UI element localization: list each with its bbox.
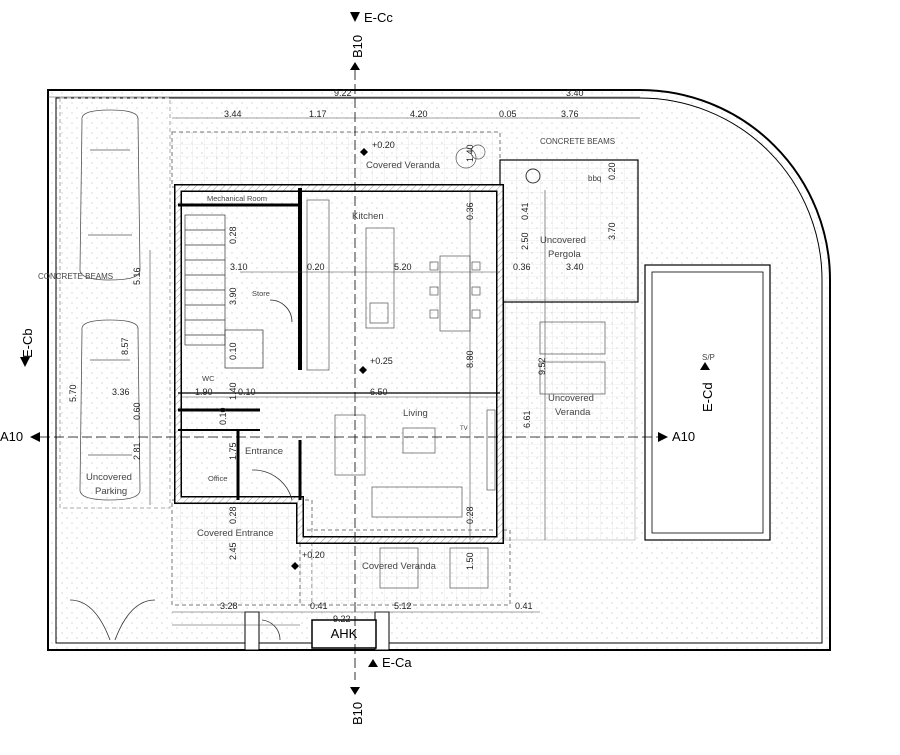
dim-036-k: 0.36 (465, 202, 475, 220)
room-label-veranda-u-2: Veranda (555, 407, 591, 418)
dim-328: 3.28 (220, 601, 238, 611)
room-label-wc: WC (202, 374, 215, 383)
room-label-entrance: Entrance (245, 446, 283, 457)
dim-340-top: 3.40 (566, 88, 584, 98)
dim-650: 6.50 (370, 387, 388, 397)
axis-a-right-label: A10 (672, 429, 695, 444)
car-icon (79, 109, 141, 501)
dim-028-st: 0.28 (228, 226, 238, 244)
dim-516: 5.16 (132, 267, 142, 285)
label-sp: S/P (702, 353, 715, 362)
dim-028-e: 0.28 (228, 506, 238, 524)
house-walls (174, 184, 504, 544)
living-furniture (334, 409, 496, 518)
level-marker-icon (291, 148, 368, 570)
dim-041-b: 0.41 (310, 601, 328, 611)
dim-390: 3.90 (228, 287, 238, 305)
room-label-veranda-u-1: Uncovered (548, 393, 594, 404)
swimming-pool (644, 264, 771, 541)
dim-340-p: 3.40 (566, 262, 584, 272)
covered-entrance-area (171, 499, 313, 606)
room-label-veranda-bottom: Covered Veranda (362, 561, 437, 572)
dim-512: 5.12 (394, 601, 412, 611)
dim-020-k: 0.20 (307, 262, 325, 272)
note-concrete-beams-top: CONCRETE BEAMS (540, 137, 615, 146)
dim-005: 0.05 (499, 109, 517, 119)
label-bbq: bbq (588, 174, 601, 183)
dim-376: 3.76 (561, 109, 579, 119)
dim-420: 4.20 (410, 109, 428, 119)
door-swing-icon (69, 299, 293, 641)
dim-310: 3.10 (230, 262, 248, 272)
level-top: +0.20 (372, 140, 395, 150)
room-label-covered-entrance: Covered Entrance (197, 528, 274, 539)
dim-117: 1.17 (309, 109, 327, 119)
axis-a-left-label: A10 (0, 429, 23, 444)
dim-520: 5.20 (394, 262, 412, 272)
section-bottom-label: E-Ca (382, 655, 412, 670)
dim-344: 3.44 (224, 109, 242, 119)
section-arrow-icon (20, 12, 710, 695)
level-center: +0.25 (370, 356, 393, 366)
dim-281: 2.81 (132, 442, 142, 460)
room-label-mechanical: Mechanical Room (207, 194, 267, 203)
room-label-parking-2: Parking (95, 486, 127, 497)
dim-010-o: 0.10 (218, 407, 228, 425)
dim-922-b: 9.22 (333, 614, 351, 624)
room-label-parking-1: Uncovered (86, 472, 132, 483)
dim-661: 6.61 (522, 410, 532, 428)
gate-pillar (374, 611, 390, 651)
bbq-icon (525, 168, 541, 184)
kitchen-counter (306, 199, 395, 371)
ahk-box (311, 619, 377, 649)
dim-041-c: 0.41 (515, 601, 533, 611)
gate-pillar (244, 611, 260, 651)
ahk-label: AHK (331, 626, 358, 641)
dim-175: 1.75 (228, 442, 238, 460)
note-concrete-beams-left: CONCRETE BEAMS (38, 272, 113, 281)
section-left-label: E-Cb (20, 328, 35, 358)
dim-370: 3.70 (607, 222, 617, 240)
room-label-pergola-2: Pergola (548, 249, 581, 260)
dim-041-a: 0.41 (520, 202, 530, 220)
room-label-office: Office (208, 474, 227, 483)
section-right-label: E-Cd (700, 382, 715, 412)
dim-010-st: 0.10 (228, 342, 238, 360)
dim-020-bbq: 0.20 (607, 162, 617, 180)
axis-b-bottom-label: B10 (350, 702, 365, 725)
stair-icon (184, 214, 264, 369)
dim-880: 8.80 (465, 350, 475, 368)
dim-060: 0.60 (132, 402, 142, 420)
room-label-kitchen: Kitchen (352, 211, 384, 222)
dim-336: 3.36 (112, 387, 130, 397)
dim-250: 2.50 (520, 232, 530, 250)
dim-036-p: 0.36 (513, 262, 531, 272)
room-label-store: Store (252, 289, 270, 298)
pergola-area (499, 159, 639, 303)
dim-922-top: 9.22 (334, 88, 352, 98)
dim-010-wc: 0.10 (238, 387, 256, 397)
dim-150: 1.50 (465, 552, 475, 570)
dimension-lines (48, 96, 640, 626)
dim-140: 1.40 (465, 144, 475, 162)
parking-area (59, 97, 171, 509)
dim-245: 2.45 (228, 542, 238, 560)
dim-140-wc: 1.40 (228, 382, 238, 400)
dim-857: 8.57 (120, 337, 130, 355)
dim-190: 1.90 (195, 387, 213, 397)
room-label-living: Living (403, 408, 428, 419)
room-label-pergola-1: Uncovered (540, 235, 586, 246)
section-top-label: E-Cc (364, 10, 393, 25)
uncovered-veranda-area (504, 299, 636, 541)
level-bottom: +0.20 (302, 550, 325, 560)
dim-028-l: 0.28 (465, 506, 475, 524)
covered-veranda-top-area (171, 131, 501, 188)
dim-952: 9.52 (537, 357, 547, 375)
room-label-veranda-top: Covered Veranda (366, 160, 441, 171)
label-tv: TV (460, 426, 468, 432)
axis-b-top-label: B10 (350, 35, 365, 58)
veranda-furniture (379, 144, 606, 589)
dim-570: 5.70 (68, 384, 78, 402)
